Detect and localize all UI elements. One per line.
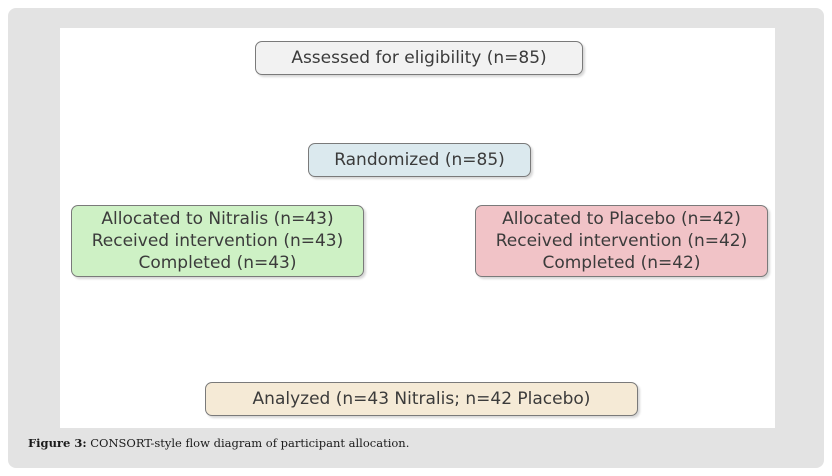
flow-node-analyzed-line-1: Analyzed (n=43 Nitralis; n=42 Placebo) (252, 389, 591, 409)
diagram-canvas: Assessed for eligibility (n=85) Randomiz… (60, 28, 775, 428)
flow-node-allocated-treatment-line-1: Allocated to Nitralis (n=43) (101, 209, 334, 229)
flow-node-allocated-control-line-1: Allocated to Placebo (n=42) (502, 209, 741, 229)
flow-node-allocated-control: Allocated to Placebo (n=42) Received int… (475, 205, 768, 277)
figure-caption: Figure 3: CONSORT-style flow diagram of … (28, 436, 788, 450)
flow-node-allocated-treatment: Allocated to Nitralis (n=43) Received in… (71, 205, 364, 277)
flow-node-allocated-treatment-line-3: Completed (n=43) (138, 253, 297, 273)
figure-panel: Assessed for eligibility (n=85) Randomiz… (8, 8, 824, 468)
flow-node-randomized-line-1: Randomized (n=85) (334, 150, 505, 170)
flow-node-assessed: Assessed for eligibility (n=85) (255, 41, 583, 75)
flow-node-allocated-control-line-3: Completed (n=42) (542, 253, 701, 273)
flow-node-allocated-treatment-line-2: Received intervention (n=43) (91, 231, 344, 251)
flow-node-analyzed: Analyzed (n=43 Nitralis; n=42 Placebo) (205, 382, 638, 416)
figure-caption-text: CONSORT-style flow diagram of participan… (86, 436, 410, 450)
figure-caption-label: Figure 3: (28, 436, 87, 450)
flow-node-assessed-line-1: Assessed for eligibility (n=85) (291, 48, 547, 68)
flow-node-randomized: Randomized (n=85) (308, 143, 531, 177)
flow-node-allocated-control-line-2: Received intervention (n=42) (495, 231, 748, 251)
